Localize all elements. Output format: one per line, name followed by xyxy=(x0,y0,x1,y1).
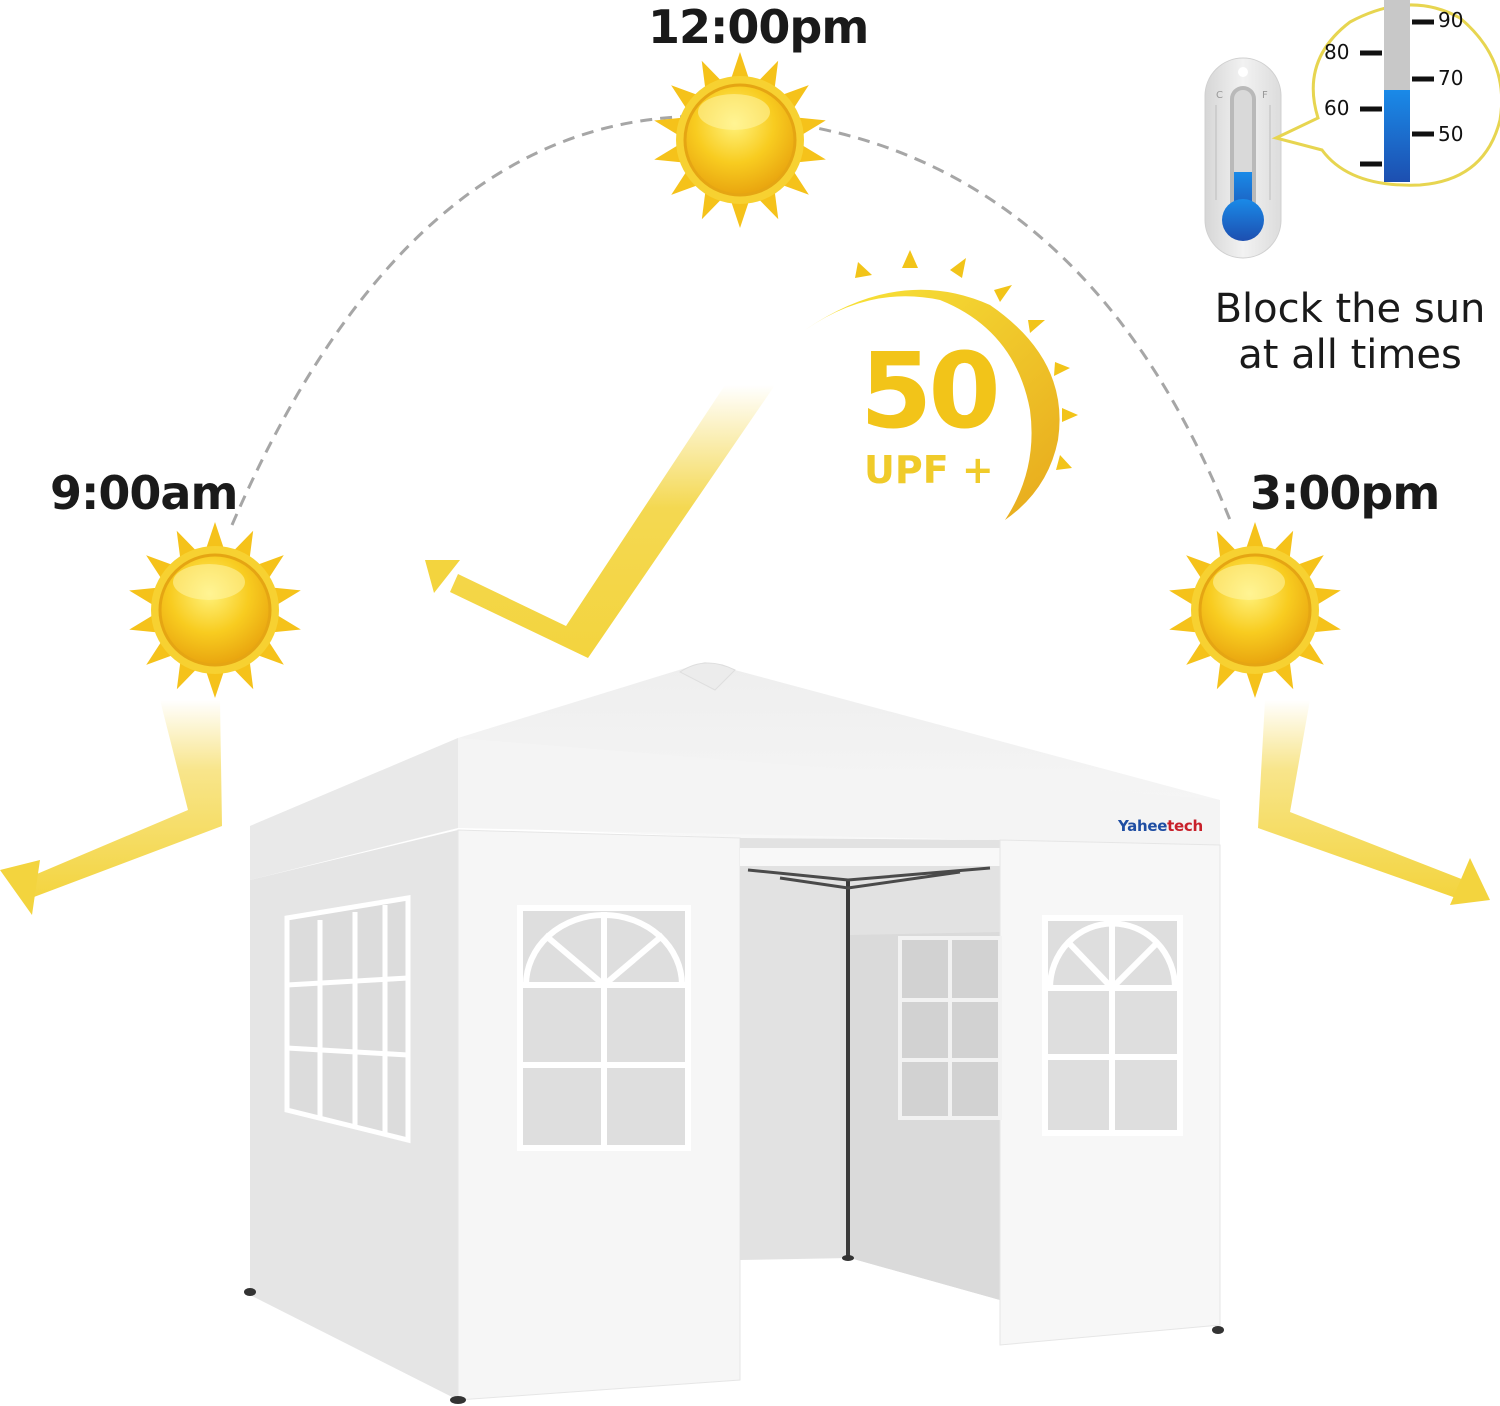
thermometer-tick-70: 70 xyxy=(1438,66,1464,90)
brand-logo-part1: Yahee xyxy=(1118,817,1168,835)
upf-rating-unit: UPF + xyxy=(864,448,994,492)
caption-line-1: Block the sun xyxy=(1214,286,1486,332)
sun-icon-morning xyxy=(125,520,305,700)
thermometer-tick-90: 90 xyxy=(1438,8,1464,32)
front-window-left xyxy=(517,905,691,1151)
thermometer-scale-c: C xyxy=(1216,90,1223,101)
sun-path-arc xyxy=(230,114,1234,526)
tent-illustration xyxy=(244,662,1224,1404)
upf-rating-value: 50 xyxy=(860,330,1001,452)
time-label-noon: 12:00pm xyxy=(648,0,869,54)
upf-sun-arc xyxy=(805,250,1078,520)
side-window xyxy=(284,895,411,1144)
center-reflect-arrow xyxy=(425,385,775,658)
brand-logo-part2: tech xyxy=(1167,817,1203,835)
caption-line-2: at all times xyxy=(1238,332,1462,378)
time-label-afternoon: 3:00pm xyxy=(1250,466,1440,520)
time-label-morning: 9:00am xyxy=(50,466,238,520)
sun-icon-afternoon xyxy=(1165,520,1345,700)
caption: Block the sun at all times xyxy=(1200,286,1500,378)
thermometer-tick-60: 60 xyxy=(1324,96,1350,120)
front-window-right xyxy=(1042,915,1183,1136)
thermometer-zoom-bubble xyxy=(1271,0,1500,187)
brand-logo: Yaheetech xyxy=(1118,817,1203,835)
sun-icon-noon xyxy=(650,50,830,230)
thermometer-icon xyxy=(1204,57,1282,259)
thermometer-tick-80: 80 xyxy=(1324,40,1350,64)
interior-window xyxy=(898,936,1002,1120)
thermometer-tick-50: 50 xyxy=(1438,122,1464,146)
right-ray-arrow xyxy=(1258,700,1490,905)
left-ray-arrow xyxy=(0,700,222,915)
thermometer-scale-f: F xyxy=(1262,90,1268,101)
